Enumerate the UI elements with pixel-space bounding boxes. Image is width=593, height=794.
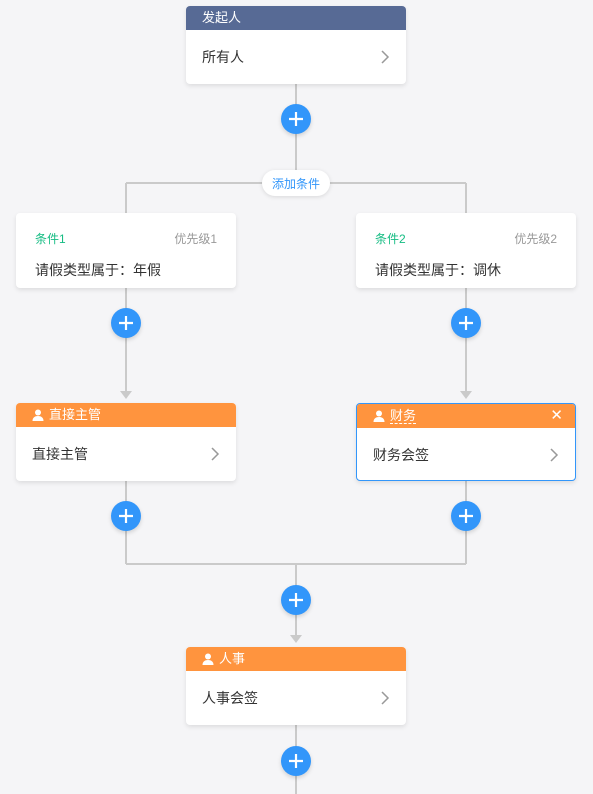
approver-node-header: 直接主管 [16, 403, 236, 427]
arrow-down-icon [120, 391, 132, 399]
arrow-down-icon [460, 391, 472, 399]
add-node-button[interactable] [111, 308, 141, 338]
add-condition-button[interactable]: 添加条件 [262, 170, 330, 196]
close-icon[interactable]: ✕ [550, 407, 563, 424]
plus-icon [289, 593, 303, 607]
condition-priority: 优先级2 [514, 232, 557, 246]
chevron-right-icon [211, 447, 220, 461]
chevron-right-icon [381, 50, 390, 64]
approver-node-body[interactable]: 直接主管 [16, 427, 236, 481]
plus-icon [289, 754, 303, 768]
chevron-right-icon [550, 448, 559, 462]
add-condition-label: 添加条件 [271, 176, 320, 191]
approver-node-title: 人事 [219, 651, 246, 666]
approver-node-content: 人事会签 [202, 690, 258, 706]
arrow-down-icon [290, 635, 302, 643]
approver-node-title-input[interactable]: 财务 [390, 407, 417, 424]
condition-node-1[interactable]: 条件1 优先级1 请假类型属于：年假 [16, 213, 236, 288]
add-node-button[interactable] [281, 104, 311, 134]
add-node-button[interactable] [111, 501, 141, 531]
approver-node-content: 直接主管 [32, 446, 88, 462]
add-node-button[interactable] [281, 585, 311, 615]
starter-node[interactable]: 发起人 所有人 [186, 6, 406, 84]
approver-node-hr[interactable]: 人事 人事会签 [186, 647, 406, 725]
approver-node-header: 人事 [186, 647, 406, 671]
starter-node-title: 发起人 [202, 10, 242, 25]
approver-node-body[interactable]: 财务会签 [357, 428, 575, 480]
add-node-button[interactable] [281, 746, 311, 776]
add-node-button[interactable] [451, 501, 481, 531]
condition-title: 条件2 [375, 232, 406, 246]
user-icon [32, 409, 44, 421]
approver-node-supervisor[interactable]: 直接主管 直接主管 [16, 403, 236, 481]
condition-description: 请假类型属于：调休 [375, 262, 501, 278]
approver-node-finance[interactable]: 财务 ✕ 财务会签 [356, 403, 576, 481]
plus-icon [119, 509, 133, 523]
chevron-right-icon [381, 691, 390, 705]
starter-node-header: 发起人 [186, 6, 406, 30]
plus-icon [119, 316, 133, 330]
starter-node-content: 所有人 [202, 49, 244, 65]
user-icon [202, 653, 214, 665]
approver-node-header: 财务 ✕ [357, 404, 575, 428]
user-icon [373, 410, 385, 422]
plus-icon [459, 316, 473, 330]
condition-description: 请假类型属于：年假 [35, 262, 161, 278]
approver-node-content: 财务会签 [373, 447, 429, 463]
plus-icon [459, 509, 473, 523]
condition-priority: 优先级1 [174, 232, 217, 246]
condition-title: 条件1 [35, 232, 66, 246]
approver-node-title: 直接主管 [49, 407, 102, 422]
approver-node-body[interactable]: 人事会签 [186, 671, 406, 725]
add-node-button[interactable] [451, 308, 481, 338]
condition-node-2[interactable]: 条件2 优先级2 请假类型属于：调休 [356, 213, 576, 288]
plus-icon [289, 112, 303, 126]
starter-node-body[interactable]: 所有人 [186, 30, 406, 84]
